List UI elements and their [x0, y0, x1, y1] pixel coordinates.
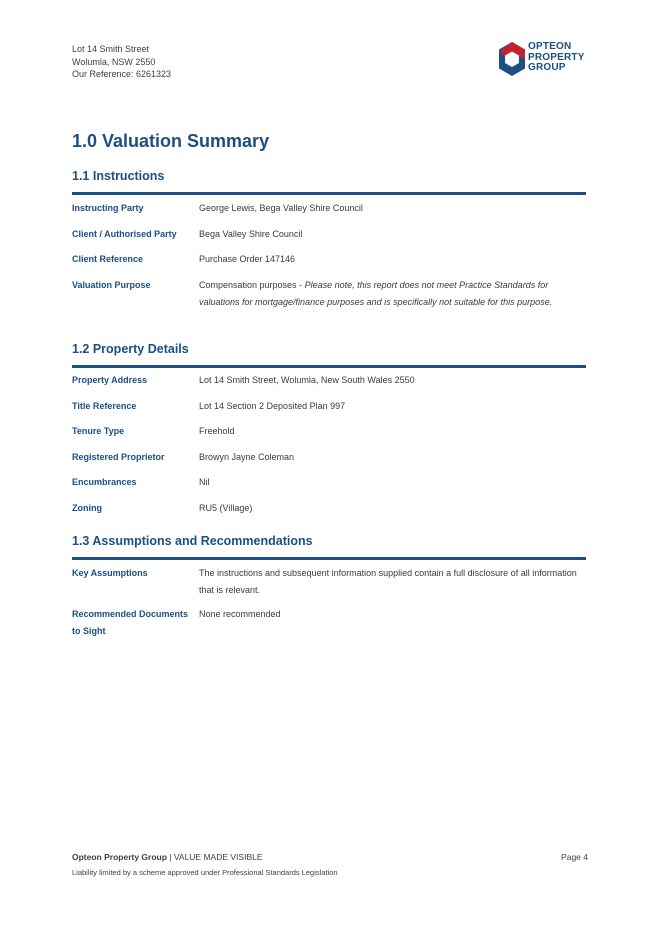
row-label: Client / Authorised Party [72, 229, 177, 239]
row-label: Title Reference [72, 401, 137, 411]
opteon-hexagon-icon [499, 42, 525, 76]
row-value: None recommended [199, 609, 281, 619]
logo-line-3: GROUP [528, 62, 566, 73]
section-heading-assumptions: 1.3 Assumptions and Recommendations [72, 534, 313, 548]
section-rule [72, 192, 586, 195]
address-line-2: Wolumla, NSW 2550 [72, 56, 156, 67]
section-heading-instructions: 1.1 Instructions [72, 169, 165, 183]
row-value: Compensation purposes - Please note, thi… [199, 277, 584, 310]
row-label: Tenure Type [72, 426, 125, 436]
row-label: Key Assumptions [72, 568, 148, 578]
page-title: 1.0 Valuation Summary [72, 131, 270, 151]
purpose-note: Please note, this report does not meet P… [199, 280, 553, 307]
row-value: Nil [199, 477, 210, 487]
our-reference: Our Reference: 6261323 [72, 69, 172, 79]
logo-line-1: OPTEON [528, 41, 572, 52]
row-value: Purchase Order 147146 [199, 254, 296, 264]
row-label: Recommended Documents to Sight [72, 609, 189, 636]
footer-brand: Opteon Property Group | VALUE MADE VISIB… [72, 852, 263, 862]
row-value: RU5 (Village) [199, 503, 253, 513]
liability-notice: Liability limited by a scheme approved u… [72, 868, 338, 877]
logo-wordmark: OPTEON PROPERTY GROUP [528, 41, 585, 74]
section-heading-property: 1.2 Property Details [72, 342, 189, 356]
row-label: Registered Proprietor [72, 452, 165, 462]
row-value: Lot 14 Section 2 Deposited Plan 997 [199, 401, 346, 411]
page-number: Page 4 [561, 852, 588, 862]
opteon-logo: OPTEON PROPERTY GROUP [497, 41, 597, 77]
sender-address: Lot 14 Smith Street Wolumla, NSW 2550 Ou… [72, 43, 171, 81]
section-rule [72, 557, 586, 560]
row-value: Freehold [199, 426, 235, 436]
row-label: Valuation Purpose [72, 280, 151, 290]
row-label: Zoning [72, 503, 102, 513]
row-value: George Lewis, Bega Valley Shire Council [199, 203, 363, 213]
footer-company: Opteon Property Group [72, 852, 167, 862]
address-line-1: Lot 14 Smith Street [72, 44, 150, 54]
row-label: Instructing Party [72, 203, 144, 213]
row-value: The instructions and subsequent informat… [199, 568, 577, 595]
row-label: Encumbrances [72, 477, 137, 487]
row-label: Client Reference [72, 254, 144, 264]
footer-separator: | [166, 852, 174, 862]
row-label: Property Address [72, 375, 148, 385]
purpose-text: Compensation purposes - [199, 280, 305, 290]
logo-line-2: PROPERTY [528, 51, 585, 63]
row-value: Browyn Jayne Coleman [199, 452, 295, 462]
row-value: Bega Valley Shire Council [199, 229, 303, 239]
row-value: Lot 14 Smith Street, Wolumla, New South … [199, 375, 415, 385]
section-rule [72, 365, 586, 368]
footer-tagline: VALUE MADE VISIBLE [173, 852, 263, 862]
